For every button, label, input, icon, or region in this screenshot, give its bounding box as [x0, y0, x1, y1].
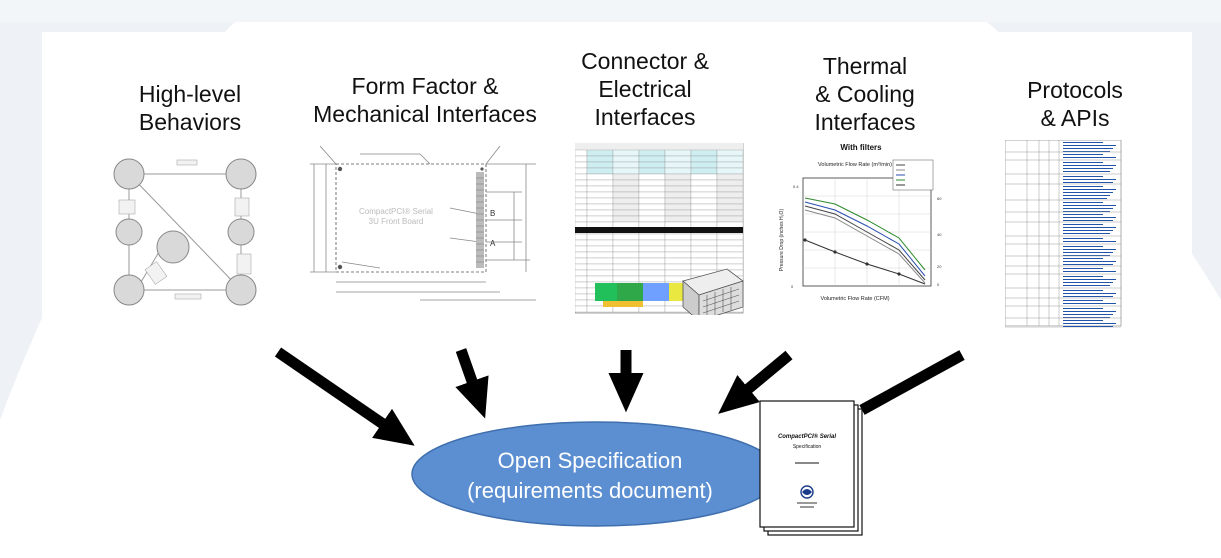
thermal-top-axis-label: Volumetric Flow Rate (m³/min) [818, 162, 892, 168]
thermal-chart-thumbnail: With filters Volumetric Flow Rate (m³/mi… [779, 143, 942, 302]
title-protocols: Protocols & APIs [1027, 77, 1123, 131]
open-specification-label: Open Specification (requirements documen… [420, 446, 760, 506]
svg-text:0.4: 0.4 [793, 184, 799, 189]
svg-text:B: B [490, 209, 495, 218]
open-specification-line2: (requirements document) [467, 478, 713, 503]
open-specification-line1: Open Specification [497, 448, 683, 473]
pin-assignment-table-thumbnail [575, 143, 744, 315]
title-high-level-behaviors: High-level Behaviors [138, 81, 242, 135]
pcb-label-line1: CompactPCI® Serial [359, 207, 433, 216]
pcb-mechanical-drawing-thumbnail: CompactPCI® Serial 3U Front Board B A [310, 145, 536, 301]
thermal-y-axis-label: Pressure Drop (inches H₂O) [779, 209, 785, 272]
state-diagram-thumbnail [113, 158, 257, 306]
svg-text:0: 0 [937, 282, 940, 287]
document-title: CompactPCI® Serial [778, 433, 836, 440]
title-connector: Connector & Electrical Interfaces [581, 48, 709, 130]
api-table-thumbnail [1005, 140, 1122, 328]
pcb-label-line2: 3U Front Board [369, 217, 424, 226]
title-form-factor: Form Factor & Mechanical Interfaces [313, 73, 537, 127]
thermal-chart-subtitle: With filters [840, 143, 882, 152]
svg-text:60: 60 [937, 196, 942, 201]
svg-text:0: 0 [791, 284, 794, 289]
specification-document-stack: CompactPCI® Serial Specification [759, 400, 863, 536]
svg-text:A: A [490, 239, 496, 248]
svg-text:20: 20 [937, 264, 942, 269]
thermal-bottom-axis-label: Volumetric Flow Rate (CFM) [820, 296, 889, 302]
svg-text:40: 40 [937, 232, 942, 237]
document-subtitle: Specification [793, 444, 822, 450]
title-thermal: Thermal & Cooling Interfaces [814, 53, 916, 135]
